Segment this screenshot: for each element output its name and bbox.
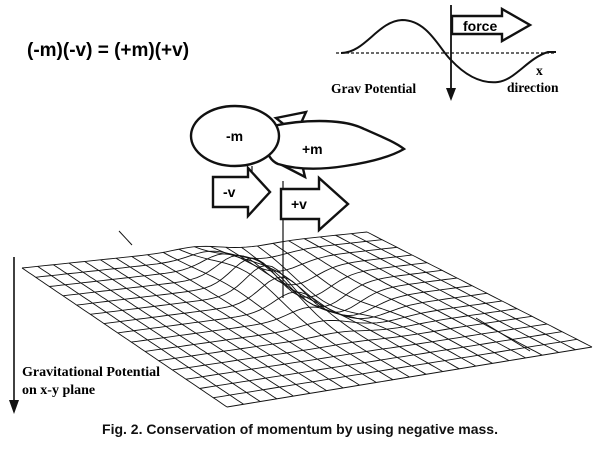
positive-mass-shape — [264, 119, 407, 170]
equation-text: (-m)(-v) = (+m)(+v) — [27, 40, 189, 61]
grid-line-u — [84, 261, 294, 397]
grid-line-u — [147, 254, 360, 386]
x-direction-label-line1: x — [536, 63, 543, 78]
figure-caption: Fig. 2. Conservation of momentum by usin… — [102, 421, 498, 437]
grid-line-u — [335, 234, 560, 353]
negative-velocity-arrow — [211, 164, 272, 220]
plane-potential-axis-arrowhead — [9, 400, 19, 414]
grid-line-v — [131, 292, 488, 343]
grid-line-v — [172, 315, 533, 371]
grid-line-v — [144, 300, 503, 352]
grid-line-v — [213, 338, 578, 399]
positive-mass-body: +m — [264, 110, 407, 180]
grid-line-v — [226, 346, 593, 408]
grid-line-u — [115, 257, 327, 391]
grid-line-u — [366, 231, 593, 348]
negative-mass-body: -m — [189, 104, 281, 168]
inset-potential-axis-arrowhead — [446, 88, 456, 101]
negative-mass-shape — [189, 104, 281, 168]
grid-line-u — [53, 264, 261, 402]
projection-line — [475, 317, 531, 352]
gravitational-potential-grid — [21, 231, 593, 408]
positive-velocity-arrow — [279, 175, 350, 233]
grid-line-u — [272, 242, 493, 364]
grid-line-u — [21, 267, 228, 408]
grid-line-u — [256, 245, 477, 367]
inset-potential-plot: force Grav Potential x direction — [331, 5, 559, 101]
grid-line-u — [162, 251, 377, 383]
grid-line-v — [199, 331, 563, 389]
inset-potential-curve — [340, 18, 556, 84]
grid-line-v — [90, 264, 443, 315]
grid-line-u — [194, 246, 410, 378]
grid-line-u — [100, 259, 311, 394]
negative-mass-label: -m — [226, 128, 243, 144]
projection-line — [118, 230, 133, 246]
grid-line-u — [319, 236, 543, 356]
grid-line-u — [131, 256, 344, 389]
force-label: force — [463, 18, 497, 34]
grid-line-u — [304, 238, 526, 359]
x-direction-label-line2: direction — [507, 80, 559, 95]
grid-line-v — [21, 231, 368, 269]
grid-line-v — [103, 276, 458, 325]
negative-velocity-arrow-group: -v — [211, 164, 272, 220]
plane-axis-label-line2: on x-y plane — [22, 383, 95, 398]
grid-line-v — [49, 246, 398, 287]
grid-line-v — [158, 308, 518, 362]
grid-line-v — [76, 257, 428, 306]
negative-velocity-label: -v — [223, 184, 236, 200]
positive-velocity-arrow-group: +v — [279, 175, 350, 233]
grid-line-v — [35, 239, 383, 278]
grid-line-u — [68, 262, 278, 400]
positive-velocity-label: +v — [291, 196, 307, 212]
grid-line-u — [178, 248, 394, 381]
grid-line-v — [185, 323, 548, 380]
positive-mass-label: +m — [302, 141, 323, 157]
grid-line-u — [351, 233, 576, 351]
force-arrow — [450, 6, 533, 44]
grid-line-u — [288, 240, 510, 361]
grid-line-v — [117, 285, 473, 334]
grav-potential-label: Grav Potential — [331, 81, 416, 96]
grid-line-v — [62, 254, 413, 297]
plane-axis-label-line1: Gravitational Potential — [22, 365, 160, 380]
grid-line-u — [37, 266, 244, 405]
